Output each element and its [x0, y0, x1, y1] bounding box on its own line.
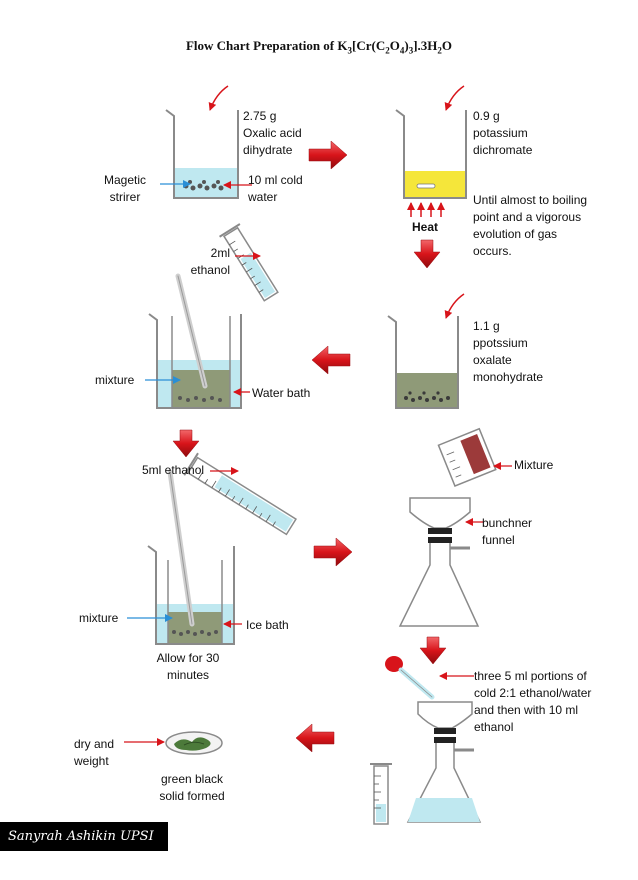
- graduated-cylinder-2ml: [219, 223, 279, 302]
- label-allow-30-minutes: Allow for 30 minutes: [156, 651, 220, 682]
- graduated-cylinder-5ml: [183, 452, 297, 536]
- pour-arrow: [444, 85, 465, 111]
- label-oxalic-acid: 2.75 g Oxalic acid dihydrate: [243, 109, 302, 157]
- flow-arrow-down-1: [413, 239, 441, 269]
- credit-banner: Sanyrah Ashikin UPSI '13: [0, 822, 168, 873]
- flow-diagram: [124, 85, 512, 825]
- beaker-mixture-pour: [437, 427, 497, 488]
- label-mixture-1: mixture: [95, 373, 135, 387]
- flow-arrow-down-2: [172, 429, 200, 458]
- buchner-funnel: [409, 497, 471, 529]
- label-oxalate: 1.1 g ppotssium oxalate monohydrate: [473, 319, 544, 384]
- label-ice-bath: Ice bath: [246, 618, 289, 632]
- flow-arrow-right-1: [308, 140, 348, 170]
- pour-arrow: [208, 85, 229, 111]
- flow-arrow-left-1: [311, 345, 351, 375]
- flow-arrow-right-2: [313, 537, 353, 567]
- label-water-bath: Water bath: [252, 386, 311, 400]
- graduated-cylinder-small: [370, 763, 392, 825]
- blue-pointers: [127, 180, 191, 622]
- label-dichromate: 0.9 g potassium dichromate: [473, 109, 533, 157]
- label-mixture-top: Mixture: [514, 458, 554, 472]
- label-green-black-solid: green black solid formed: [159, 772, 225, 803]
- filter-flask-2: [406, 701, 482, 823]
- dropper: [385, 656, 435, 700]
- page-title: Flow Chart Preparation of K3[Cr(C2O4)3].…: [185, 38, 453, 56]
- red-pointers: [124, 181, 512, 746]
- beaker-dichromate: [395, 85, 467, 217]
- beaker-ice-bath: [147, 469, 235, 645]
- label-boiling-note: Until almost to boiling point and a vigo…: [473, 193, 588, 258]
- label-buchner-funnel: bunchner funnel: [482, 516, 533, 547]
- watch-glass: [165, 731, 223, 755]
- label-wash-portions: three 5 ml portions of cold 2:1 ethanol/…: [474, 669, 592, 734]
- label-cold-water: 10 ml cold water: [248, 173, 303, 204]
- label-5ml-ethanol: 5ml ethanol: [142, 463, 205, 477]
- label-heat: Heat: [412, 220, 439, 234]
- beaker-oxalate: [387, 293, 465, 409]
- label-mixture-2: mixture: [79, 611, 119, 625]
- flow-arrow-down-3: [419, 636, 447, 665]
- label-2ml-ethanol: 2ml ethanol: [190, 246, 230, 277]
- label-magnetic-stirrer: Magetic strirer: [104, 173, 147, 204]
- pour-arrow: [444, 293, 465, 319]
- filter-flask-1: [398, 497, 480, 627]
- beaker-water-bath: [148, 273, 242, 409]
- flow-arrow-left-2: [295, 723, 335, 753]
- beaker-oxalic-acid: [165, 85, 239, 199]
- label-dry-and-weight: dry and weight: [74, 737, 115, 768]
- heat-arrows: [407, 202, 445, 217]
